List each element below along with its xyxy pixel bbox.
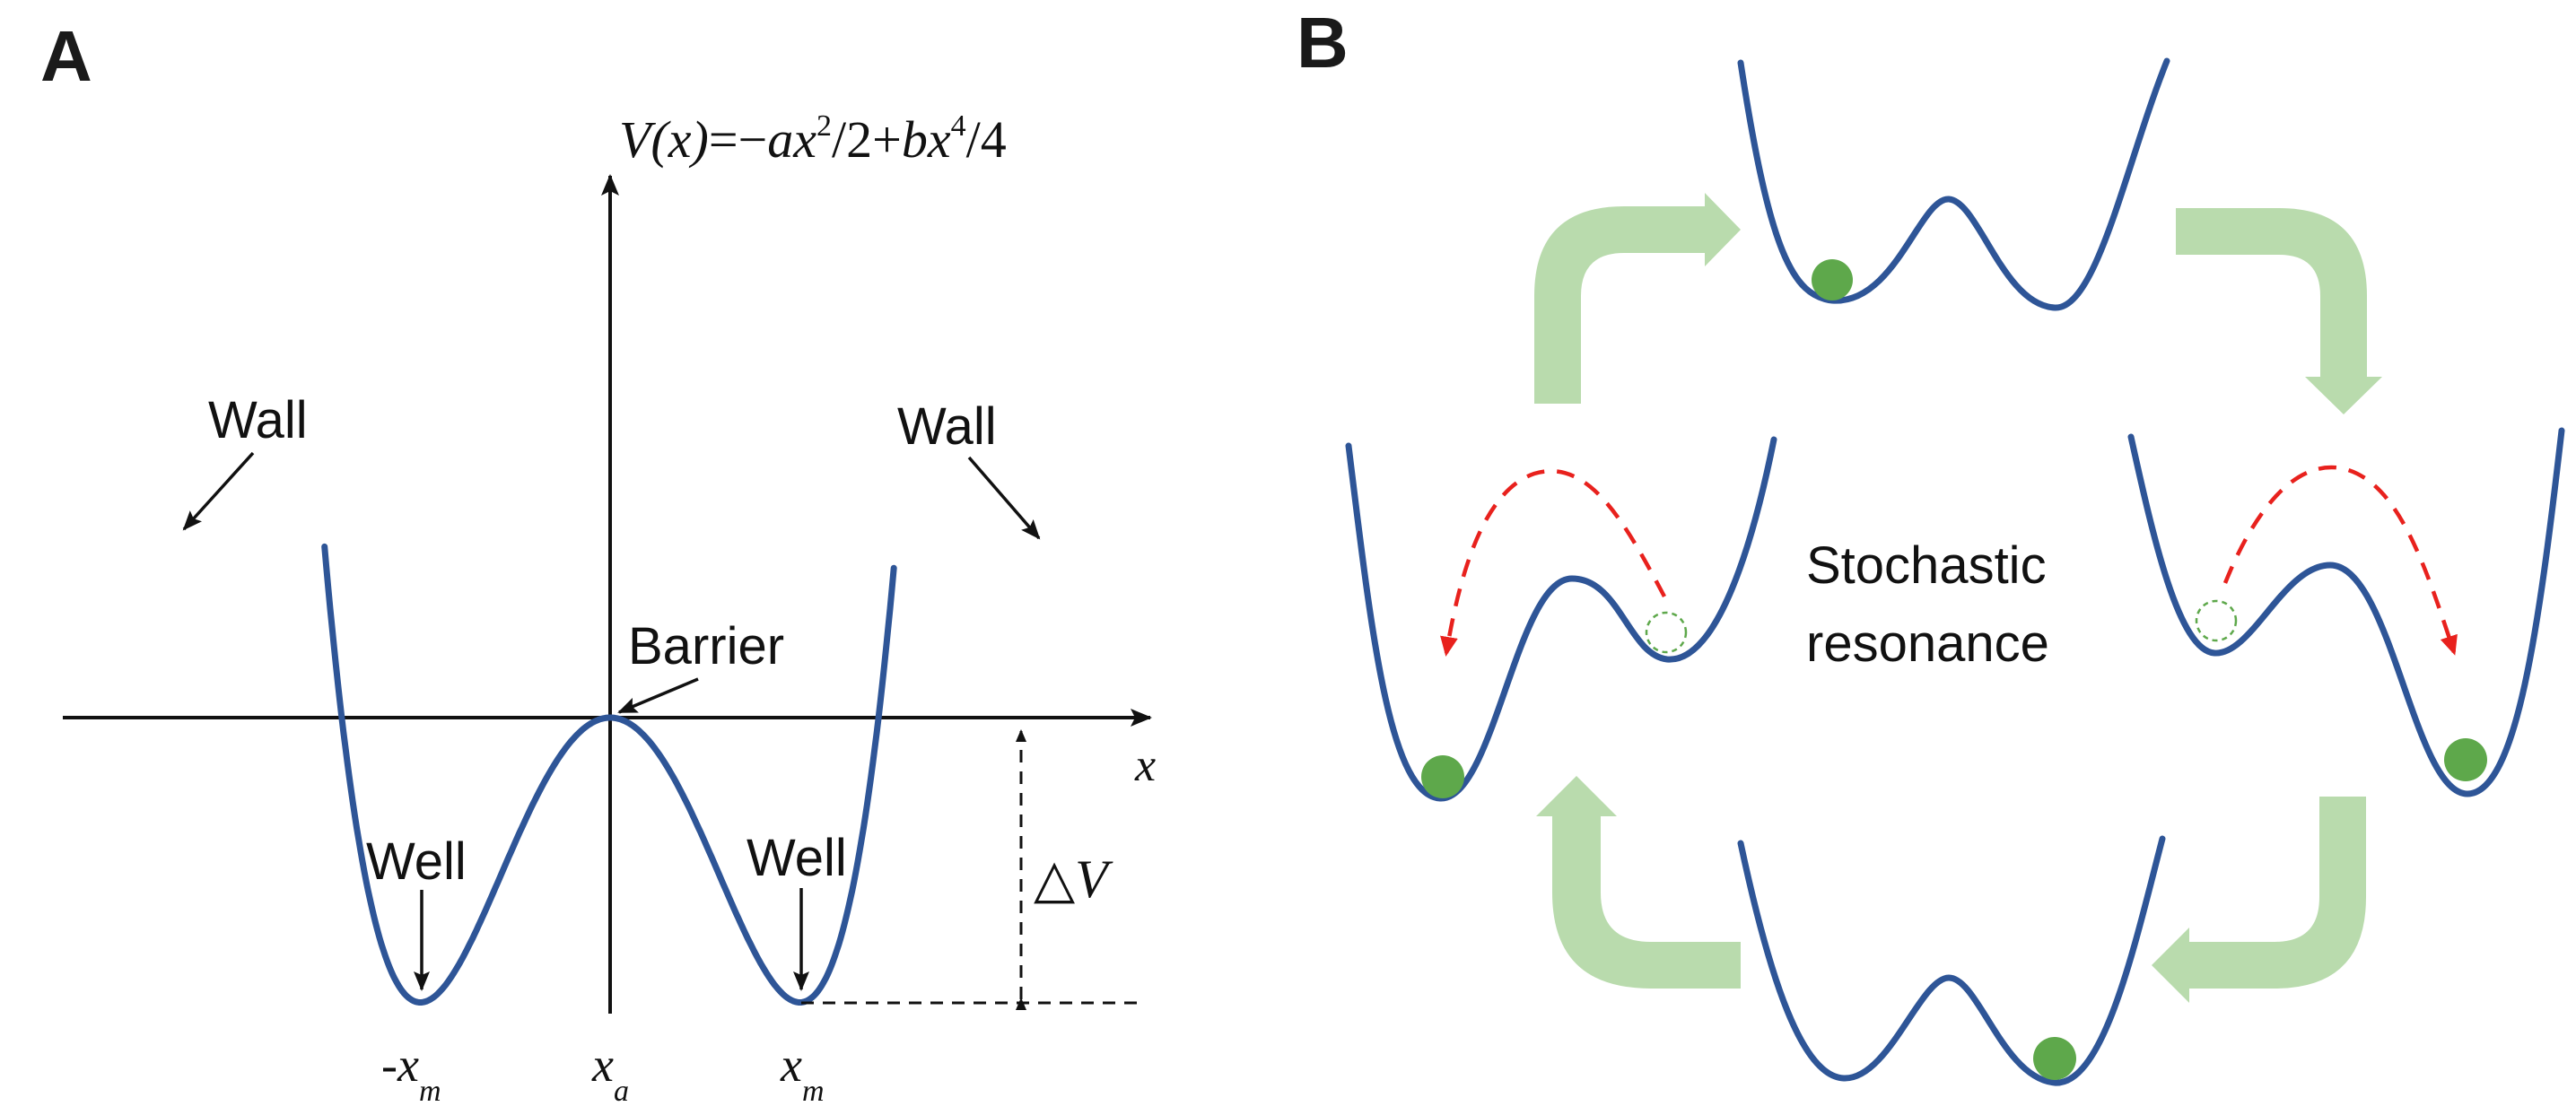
panel-b-letter: B bbox=[1297, 3, 1349, 83]
tick-right-minimum: xm bbox=[780, 1038, 825, 1108]
well-label-left: Well bbox=[366, 832, 467, 891]
delta-v-label: △V bbox=[1034, 849, 1113, 909]
tick-left-minimum: -xm bbox=[381, 1038, 441, 1108]
double-well-top bbox=[1737, 57, 2170, 311]
double-well-bottom bbox=[1737, 835, 2166, 1086]
wall-label-right: Wall bbox=[897, 397, 997, 456]
tick-center-main: x bbox=[591, 1038, 614, 1092]
transition-arrow-right bbox=[2222, 465, 2458, 656]
x-axis-label: x bbox=[1134, 740, 1156, 791]
formula-b-divisor: /4 bbox=[966, 110, 1007, 169]
tick-left-main: -x bbox=[381, 1038, 419, 1092]
wall-pointer-right bbox=[967, 456, 1041, 540]
tick-barrier-top: xa bbox=[591, 1038, 629, 1108]
tick-right-subscript: m bbox=[802, 1075, 825, 1108]
ball-right-deep-well bbox=[2444, 738, 2487, 781]
cycle-arrow-bottom-to-left bbox=[1536, 776, 1741, 989]
transition-arrow-left bbox=[1440, 468, 1666, 657]
formula-minus: − bbox=[738, 110, 768, 169]
tick-center-subscript: a bbox=[614, 1075, 629, 1108]
cycle-arrow-left-to-top bbox=[1534, 193, 1741, 404]
panel-a: A V(x)=−ax2/2+bx4/4 x Wall Wall Barrier … bbox=[40, 16, 1156, 1108]
tick-left-subscript: m bbox=[419, 1075, 441, 1108]
cycle-arrow-top-to-right bbox=[2176, 208, 2382, 414]
ball-top-left-well bbox=[1812, 259, 1853, 301]
wall-label-left: Wall bbox=[208, 391, 308, 449]
formula-b-term: bx bbox=[902, 110, 951, 169]
tick-right-main: x bbox=[780, 1038, 802, 1092]
delta-v-variable: V bbox=[1075, 849, 1113, 909]
well-label-right: Well bbox=[747, 829, 847, 887]
potential-formula: V(x)=−ax2/2+bx4/4 bbox=[619, 109, 1007, 169]
resonance-label: resonance bbox=[1806, 614, 2049, 673]
panel-b: B Stochastic resonance bbox=[1297, 3, 2565, 1086]
formula-plus: + bbox=[872, 110, 902, 169]
double-well-left bbox=[1345, 436, 1777, 802]
ghost-ball-right bbox=[2195, 599, 2238, 642]
panel-a-letter: A bbox=[40, 16, 92, 96]
formula-a-divisor: /2 bbox=[832, 110, 872, 169]
formula-eq: = bbox=[709, 110, 738, 169]
formula-lhs: V(x) bbox=[619, 110, 709, 169]
wall-pointer-left bbox=[182, 451, 255, 531]
barrier-pointer bbox=[617, 677, 699, 714]
ball-bottom-right-well bbox=[2033, 1037, 2076, 1080]
formula-b-exponent: 4 bbox=[951, 109, 966, 143]
delta-symbol: △ bbox=[1034, 849, 1075, 909]
barrier-label: Barrier bbox=[628, 617, 784, 675]
cycle-arrow-right-to-bottom bbox=[2152, 797, 2366, 1003]
ball-left-deep-well bbox=[1421, 755, 1464, 798]
stochastic-label: Stochastic bbox=[1806, 536, 2047, 595]
formula-a-term: ax bbox=[767, 110, 816, 169]
double-well-right bbox=[2127, 427, 2565, 797]
ghost-ball-left bbox=[1645, 611, 1688, 654]
potential-curve bbox=[321, 543, 897, 1006]
formula-a-exponent: 2 bbox=[816, 109, 832, 143]
